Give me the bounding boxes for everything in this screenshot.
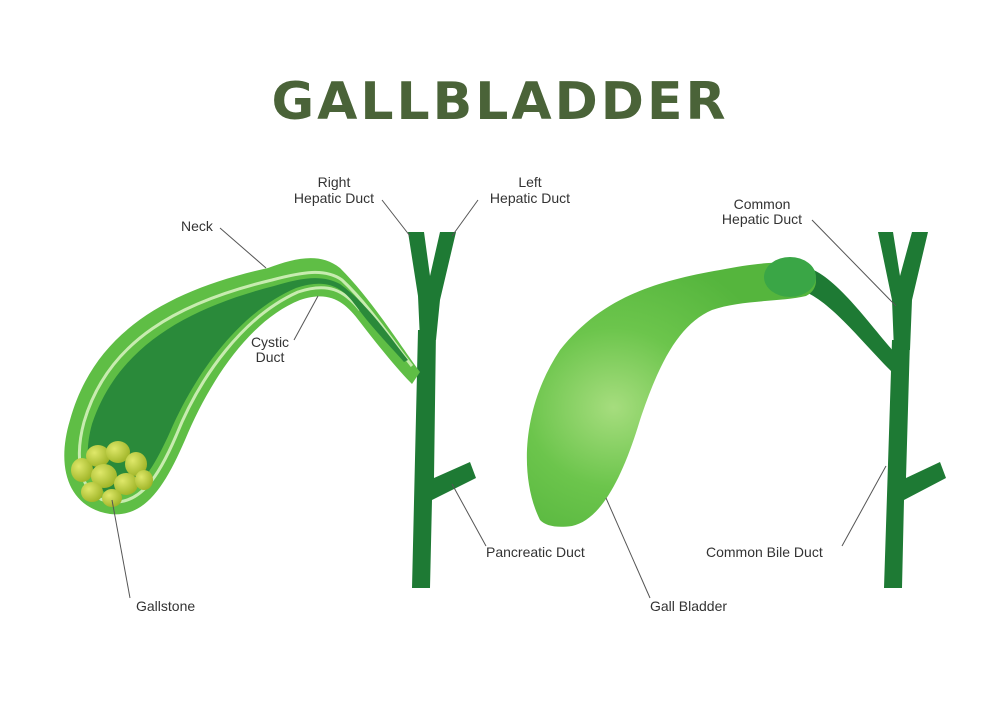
leader-right-hepatic (381, 199, 411, 237)
gallstones (71, 441, 153, 507)
right-gallbladder-neck (764, 257, 816, 297)
label-left-hepatic-2: Hepatic Duct (490, 190, 570, 206)
label-common-bile: Common Bile Duct (706, 544, 823, 560)
right-cystic-duct (800, 266, 894, 372)
label-cystic-2: Duct (256, 349, 285, 365)
leader-common-bile (841, 465, 887, 547)
leader-left-hepatic (451, 199, 479, 237)
label-pancreatic: Pancreatic Duct (486, 544, 585, 560)
gallstone-2 (86, 445, 110, 467)
right-gallbladder-body (526, 262, 817, 527)
gallstone-1 (71, 458, 93, 482)
left-biliary-tree: Neck Right Hepatic Duct Left Hepatic Duc… (64, 174, 585, 614)
label-cystic-1: Cystic (251, 334, 289, 350)
leader-gall-bladder (605, 497, 651, 599)
gallstone-7 (81, 482, 103, 502)
label-left-hepatic-1: Left (518, 174, 541, 190)
gallstone-3 (106, 441, 130, 463)
right-common-bile-duct (884, 340, 946, 588)
right-biliary-tree: Common Hepatic Duct Gall Bladder Common … (526, 196, 946, 614)
label-right-hepatic-1: Right (318, 174, 351, 190)
left-hepatic-ducts (408, 232, 456, 340)
leader-pancreatic (451, 483, 487, 547)
gallstone-6 (114, 473, 138, 495)
leader-gallstone (111, 499, 131, 599)
label-common-hepatic-2: Hepatic Duct (722, 211, 802, 227)
right-hepatic-ducts (878, 232, 928, 350)
gallstone-8 (102, 489, 122, 507)
label-gallstone: Gallstone (136, 598, 195, 614)
label-right-hepatic-2: Hepatic Duct (294, 190, 374, 206)
left-common-duct (412, 330, 476, 588)
gallstone-4 (125, 452, 147, 476)
label-gall-bladder: Gall Bladder (650, 598, 727, 614)
gallstone-5 (91, 464, 117, 488)
label-neck: Neck (181, 218, 214, 234)
label-common-hepatic-1: Common (734, 196, 791, 212)
page-title: GALLBLADDER (271, 72, 729, 132)
leader-common-hepatic (811, 219, 897, 307)
left-gallbladder-lumen (87, 278, 409, 495)
leader-cystic (293, 295, 319, 341)
leader-neck (219, 227, 267, 269)
gallstone-9 (135, 470, 153, 490)
